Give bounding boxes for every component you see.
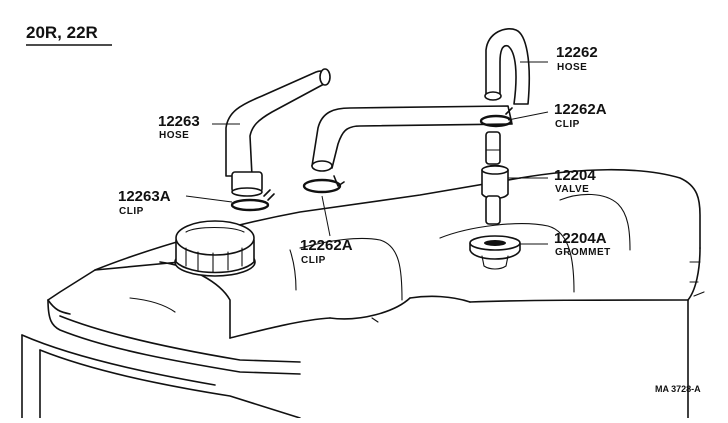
part-number: 12262A <box>554 101 607 118</box>
engine-label: 20R, 22R <box>26 23 112 46</box>
part-number: 12262 <box>556 44 598 61</box>
hose-12263-shape <box>225 68 331 197</box>
figure-reference: MA 3728-A <box>655 384 701 394</box>
part-label-clip-12263A: 12263A CLIP <box>118 188 171 217</box>
part-name: CLIP <box>119 206 144 217</box>
part-number: 12262A <box>300 237 353 254</box>
hose-12262-shape <box>484 28 531 105</box>
valve-12204-shape <box>481 131 509 225</box>
part-name: HOSE <box>159 130 189 141</box>
part-name: GROMMET <box>555 247 611 258</box>
part-label-clip-12262A-right: 12262A CLIP <box>554 101 607 130</box>
part-number: 12263 <box>158 113 200 130</box>
leader-lines <box>185 61 549 245</box>
clip-12262A-center-shape <box>302 175 345 194</box>
part-name: CLIP <box>301 255 326 266</box>
clip-12263A-shape <box>230 189 275 212</box>
part-name: CLIP <box>555 119 580 130</box>
part-number: 12204 <box>554 167 596 184</box>
part-label-hose-12262: 12262 HOSE <box>556 44 598 73</box>
cylinder-head-cover <box>21 168 705 419</box>
part-name: HOSE <box>557 62 587 73</box>
part-name: VALVE <box>555 184 589 195</box>
engine-label-text: 20R, 22R <box>26 23 98 42</box>
grommet-12204A-shape <box>469 235 521 270</box>
part-label-valve-12204: 12204 VALVE <box>554 167 596 195</box>
part-number: 12263A <box>118 188 171 205</box>
part-label-clip-12262A-center: 12262A CLIP <box>300 237 353 266</box>
part-label-hose-12263: 12263 HOSE <box>158 113 200 141</box>
part-number: 12204A <box>554 230 607 247</box>
clip-12262A-right-shape <box>479 107 513 128</box>
hose-12262-center-shape <box>311 105 513 172</box>
oil-filler-cap <box>174 220 256 277</box>
part-label-grommet-12204A: 12204A GROMMET <box>554 230 611 258</box>
